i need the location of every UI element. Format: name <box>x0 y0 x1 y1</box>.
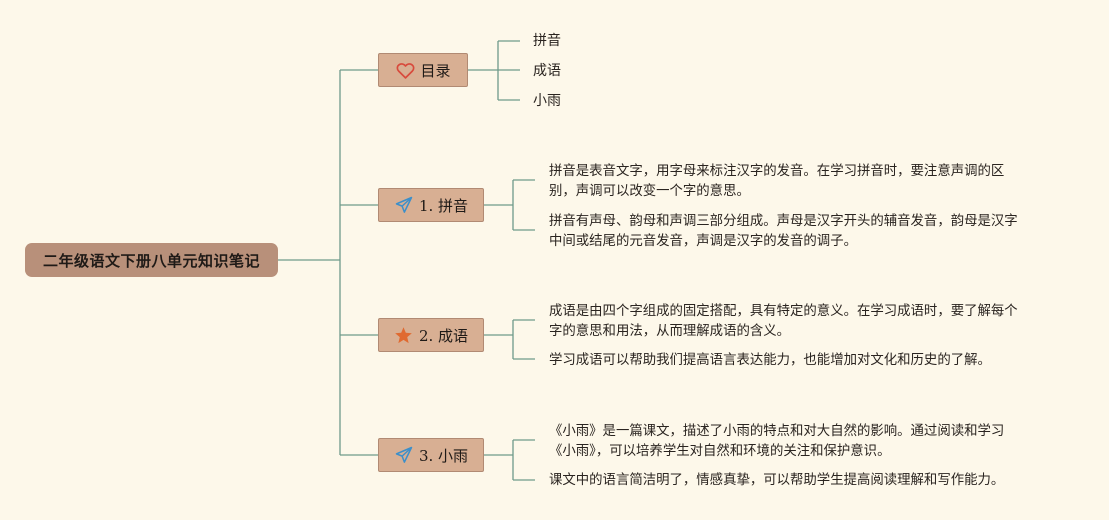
note-line: 拼音有声母、韵母和声调三部分组成。声母是汉字开头的辅音发音，韵母是汉字 <box>549 214 1018 229</box>
note-line: 字的意思和用法，从而理解成语的含义。 <box>549 324 791 339</box>
pinyin-connector <box>484 179 535 231</box>
branch-toc[interactable]: 目录 <box>378 53 468 87</box>
toc-item-chengyu[interactable]: 成语 <box>533 63 561 79</box>
branch-chengyu[interactable]: 2. 成语 <box>378 318 484 352</box>
toc-item-pinyin[interactable]: 拼音 <box>533 33 561 49</box>
branch-xiaoyu[interactable]: 3. 小雨 <box>378 438 484 472</box>
note-line: 《小雨》，可以培养学生对自然和环境的关注和保护意识。 <box>549 444 891 459</box>
note-pinyin-1: 拼音是表音文字，用字母来标注汉字的发音。在学习拼音时，要注意声调的区 别，声调可… <box>549 162 1049 202</box>
heart-icon <box>395 60 415 80</box>
note-line: 《小雨》是一篇课文，描述了小雨的特点和对大自然的影响。通过阅读和学习 <box>549 424 1005 439</box>
note-chengyu-1: 成语是由四个字组成的固定搭配，具有特定的意义。在学习成语时，要了解每个 字的意思… <box>549 302 1049 342</box>
chengyu-connector <box>484 319 535 360</box>
note-xiaoyu-1: 《小雨》是一篇课文，描述了小雨的特点和对大自然的影响。通过阅读和学习 《小雨》，… <box>549 422 1049 462</box>
paper-plane-icon <box>394 445 414 465</box>
branch-pinyin[interactable]: 1. 拼音 <box>378 188 484 222</box>
paper-plane-icon <box>394 195 414 215</box>
note-pinyin-2: 拼音有声母、韵母和声调三部分组成。声母是汉字开头的辅音发音，韵母是汉字 中间或结… <box>549 212 1049 252</box>
note-line: 成语是由四个字组成的固定搭配，具有特定的意义。在学习成语时，要了解每个 <box>549 304 1018 319</box>
root-node[interactable]: 二年级语文下册八单元知识笔记 <box>25 243 278 277</box>
note-line: 学习成语可以帮助我们提高语言表达能力，也能增加对文化和历史的了解。 <box>549 353 991 368</box>
branch-label: 目录 <box>420 61 451 80</box>
branch-label: 2. 成语 <box>418 326 469 345</box>
branch-label: 3. 小雨 <box>418 446 469 465</box>
note-line: 课文中的语言简洁明了，情感真挚，可以帮助学生提高阅读理解和写作能力。 <box>549 473 1005 488</box>
note-line: 拼音是表音文字，用字母来标注汉字的发音。在学习拼音时，要注意声调的区 <box>549 164 1005 179</box>
xiaoyu-connector <box>484 439 535 481</box>
toc-item-xiaoyu[interactable]: 小雨 <box>533 93 561 109</box>
note-line: 中间或结尾的元音发音，声调是汉字的发音的调子。 <box>549 234 857 249</box>
toc-connector <box>468 40 520 101</box>
star-icon <box>394 325 414 345</box>
note-xiaoyu-2: 课文中的语言简洁明了，情感真挚，可以帮助学生提高阅读理解和写作能力。 <box>549 471 1049 491</box>
note-line: 别，声调可以改变一个字的意思。 <box>549 184 750 199</box>
note-chengyu-2: 学习成语可以帮助我们提高语言表达能力，也能增加对文化和历史的了解。 <box>549 351 1049 371</box>
branch-label: 1. 拼音 <box>418 196 469 215</box>
root-label: 二年级语文下册八单元知识笔记 <box>42 251 260 270</box>
